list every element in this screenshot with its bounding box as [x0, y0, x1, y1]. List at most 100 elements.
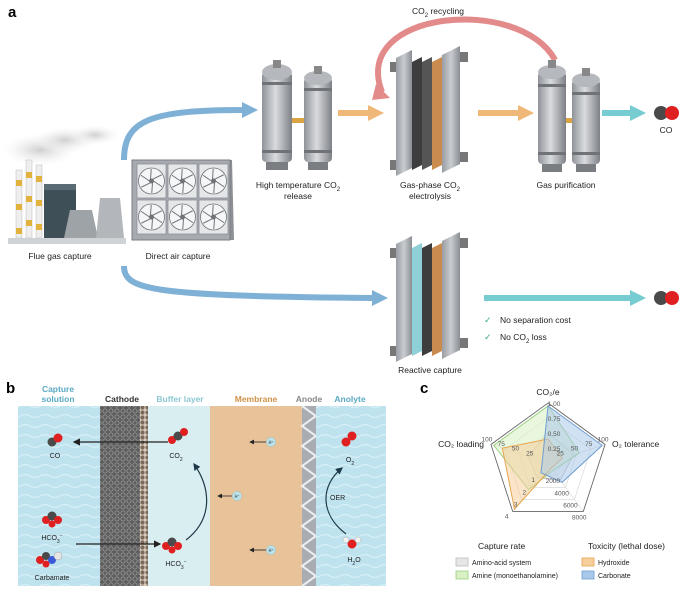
legend-swatch [455, 570, 469, 580]
h2o-label: H2O [347, 557, 361, 567]
radar-tick-label: 100 [482, 436, 493, 443]
radar-tick-label: 100 [598, 436, 609, 443]
teal-arrowhead-2 [630, 290, 646, 306]
radar-tick-label: 4000 [554, 490, 569, 497]
fan-icon [167, 199, 198, 235]
legend-swatch [581, 557, 595, 567]
gas-phase-label-2: electrolysis [409, 191, 451, 201]
hplus-row-3 [249, 545, 276, 555]
membrane-header: Membrane [235, 394, 278, 404]
co-label: CO [660, 125, 673, 135]
check-icon-2: ✓ [484, 333, 492, 343]
panel-a-letter: a [8, 4, 17, 21]
radar-chart: 1.000.750.500.25100755025800060004000200… [438, 387, 665, 551]
hplus-row-1 [249, 437, 276, 447]
flue-gas-label: Flue gas capture [28, 251, 92, 261]
direct-air-label: Direct air capture [146, 251, 211, 261]
radar-tick-label: 75 [585, 441, 593, 448]
panel-c-letter: c [420, 380, 428, 397]
radar-tick-label: 1 [531, 477, 535, 484]
carbamate-label: Carbamate [35, 575, 70, 582]
radar-tick-label: 1.00 [548, 401, 561, 408]
radar-tick-label: 75 [498, 441, 506, 448]
fan-grid [136, 163, 229, 235]
hplus-label-1: H⁺ [268, 440, 273, 445]
co-molecule-b [47, 433, 63, 447]
hco3-label-right: HCO3− [165, 559, 186, 571]
check-icon-1: ✓ [484, 316, 492, 326]
radar-tick-label: 4 [505, 514, 509, 521]
ht-release-tanks [262, 60, 332, 170]
fan-icon [167, 163, 198, 199]
radar-tick-label: 25 [526, 450, 534, 457]
legend-label: Carbonate [598, 573, 631, 580]
fan-icon [198, 199, 229, 235]
o2-label: O2 [346, 457, 354, 467]
radar-grid-ring [490, 402, 606, 512]
radar-tick-label: 50 [512, 446, 520, 453]
legend-label: Hydroxide [598, 560, 630, 567]
oer-curve-arrow [325, 467, 347, 535]
check2-label: No CO2 loss [500, 332, 547, 345]
gas-purification-tanks [538, 60, 600, 172]
hco3-molecule-left [42, 511, 62, 528]
capture-solution-header-2: solution [41, 394, 74, 404]
radar-tick-label: 0.50 [548, 431, 561, 438]
upper-blue-arrow [121, 107, 246, 161]
check1-label: No separation cost [500, 315, 572, 325]
recycle-label: CO2 recycling [412, 6, 464, 19]
oer-label: OER [330, 495, 345, 502]
panel-b-letter: b [6, 380, 15, 397]
co2-label-b: CO2 [169, 453, 183, 463]
hplus-label-2: H⁺ [234, 494, 239, 499]
buffer-curve-arrow [185, 463, 208, 541]
radar-axis-label: Capture rate [478, 541, 526, 551]
radar-tick-label: 2 [523, 489, 527, 496]
orange-arrowhead-2 [518, 105, 534, 121]
radar-axis-label: CO₂/e [536, 387, 559, 397]
co-label-b: CO [50, 453, 61, 460]
fan-icon [136, 163, 167, 199]
fan-icon [136, 199, 167, 235]
reactive-capture-electrolyser [390, 232, 468, 362]
ht-release-label-2: release [284, 191, 312, 201]
radar-tick-label: 3 [514, 501, 518, 508]
upper-blue-arrowhead [242, 102, 258, 118]
legend-swatch [455, 557, 469, 567]
buffer-layer-header: Buffer layer [156, 394, 204, 404]
radar-tick-label: 0.25 [548, 446, 561, 453]
radar-series-carbonate [540, 405, 603, 484]
fan-icon [198, 163, 229, 199]
hco3-molecule-right [162, 537, 182, 554]
reactive-capture-label: Reactive capture [398, 365, 462, 375]
legend-label: Amino-acid system [472, 560, 531, 567]
radar-tick-label: 25 [557, 450, 565, 457]
recycling-arrow [375, 16, 558, 94]
radar-axis-label: CO₂ loading [438, 439, 484, 449]
orange-arrowhead-1 [368, 105, 384, 121]
hplus-row-2 [217, 491, 242, 501]
radar-tick-label: 2000 [546, 478, 561, 485]
gas-phase-label: Gas-phase CO2 [400, 180, 461, 193]
carbamate-molecule [36, 551, 63, 568]
hplus-label-3: H⁺ [268, 548, 273, 553]
radar-tick-label: 50 [571, 446, 579, 453]
factory-icon [2, 125, 126, 244]
recycling-arrowhead [372, 84, 390, 100]
radar-axis-label: O₂ tolerance [612, 439, 660, 449]
h2o-molecule [342, 536, 362, 549]
o2-molecule [341, 431, 357, 447]
co-molecule-icon [654, 106, 679, 120]
legend-label: Amine (monoethanolamine) [472, 573, 558, 580]
radar-tick-label: 6000 [563, 502, 578, 509]
lower-blue-arrow [121, 265, 377, 301]
lower-blue-arrowhead [372, 290, 388, 306]
radar-tick-label: 8000 [572, 515, 587, 522]
anolyte-header: Anolyte [334, 394, 365, 404]
capture-solution-header: Capture [42, 384, 74, 394]
anode-header: Anode [296, 394, 323, 404]
gas-phase-electrolyser [390, 46, 468, 176]
hco3-label-left: HCO3− [41, 533, 62, 545]
